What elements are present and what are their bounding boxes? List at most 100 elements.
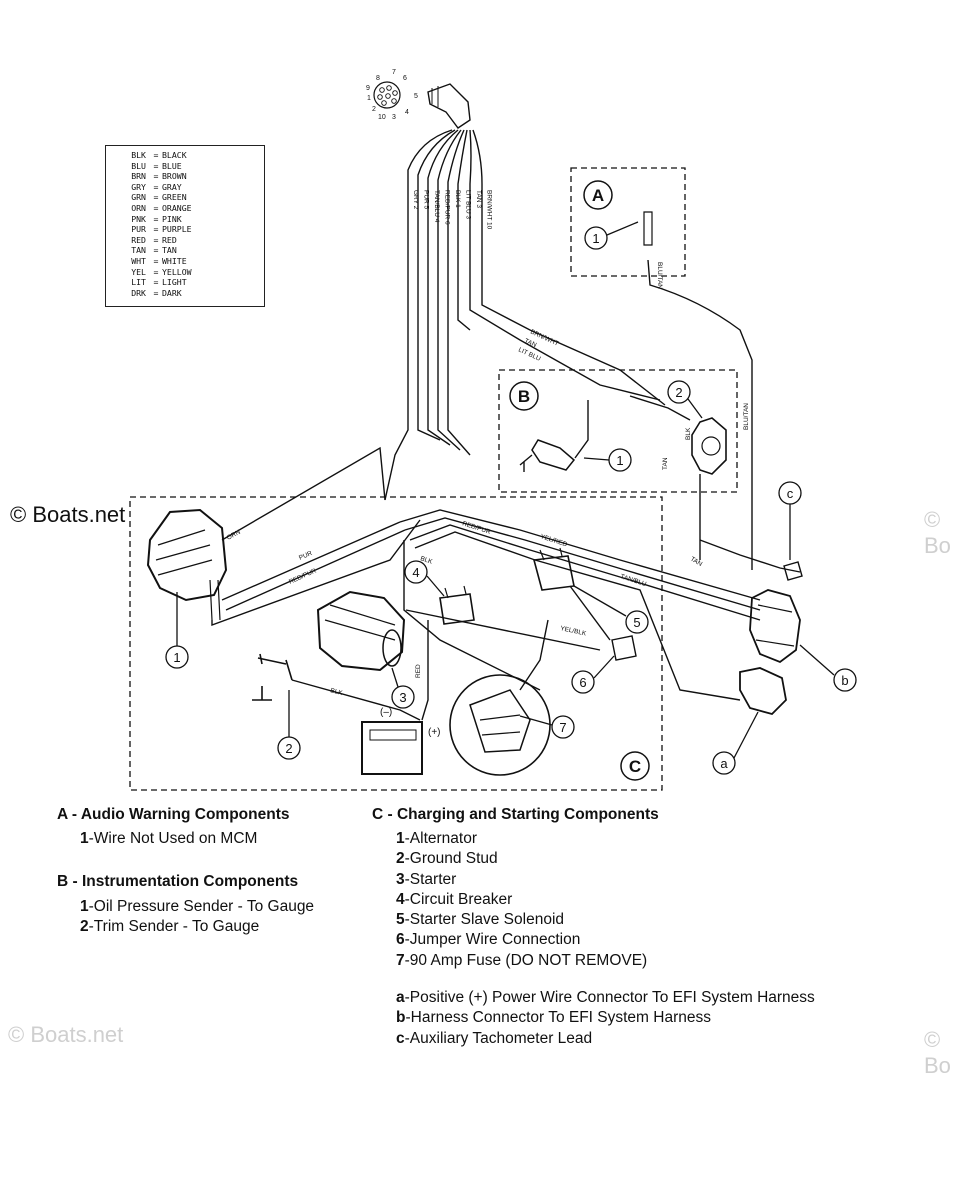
callout-c3: 3 [391,667,415,709]
section-box-c [129,496,663,791]
wire-label: BLK [419,555,433,566]
legend-row: WHT=WHITE [106,256,264,267]
caption-item: 7-90 Amp Fuse (DO NOT REMOVE) [396,951,648,969]
svg-text:2: 2 [675,385,682,400]
legend-row: BLK=BLACK [106,150,264,161]
legend-eq: = [153,234,159,245]
legend-full: GRAY [162,181,182,192]
legend-eq: = [153,171,159,182]
wire-label: TAN [523,337,538,349]
legend-full: DARK [162,287,182,298]
wire-label: RED [415,664,422,678]
legend-abbr: BLU [131,160,146,171]
caption-item: 2-Trim Sender - To Gauge [80,918,260,936]
callout-c4: 4 [404,560,445,597]
legend-abbr: BLK [131,150,146,160]
engine-harness [399,509,761,701]
wire-label: ORN [226,529,242,542]
fuse-inset [449,619,551,776]
wire-label: BLK [329,687,343,697]
callout-b1: 1 [583,448,632,472]
legend-row: BRN =BROWN [106,171,264,182]
svg-text:6: 6 [579,675,586,690]
starter [316,590,406,672]
efi-harness-connector [749,589,801,664]
connector-pin-label: 3 [392,114,396,121]
legend-eq: = [153,202,159,213]
legend-full: BLUE [162,160,182,171]
svg-text:b: b [841,673,848,688]
legend-abbr: GRN [131,192,146,203]
watermark-faint: © Boats.net [8,1022,124,1047]
jumper-wire-connection [611,635,637,661]
caption-a-items: 1-Wire Not Used on MCM [80,829,257,849]
legend-full: ORANGE [162,202,192,213]
section-label-b: B [509,381,539,411]
caption-item: b-Harness Connector To EFI System Harnes… [396,1009,711,1027]
wire-label: BLU/TAN [743,403,750,430]
watermark-faint: © Bo [924,507,951,558]
svg-text:2: 2 [285,741,292,756]
legend-full: BROWN [162,171,187,182]
legend-row: PNK=PINK [106,214,264,225]
caption-item: a-Positive (+) Power Wire Connector To E… [396,989,815,1006]
legend-abbr: BRN [131,171,146,182]
positive-power-connector [739,667,787,716]
circuit-breaker [439,593,475,625]
ground-stud [252,653,421,721]
connector-pin-label: 8 [376,75,380,82]
connector-pin-label: 9 [366,85,370,92]
legend-full: WHITE [162,255,187,266]
connector-pin-label: 6 [403,75,407,82]
legend-eq: = [153,224,159,235]
legend-eq: = [153,287,159,298]
harness-wire-label: LIT BLU 3 [465,190,472,220]
svg-text:7: 7 [559,720,566,735]
caption-b-items: 1-Oil Pressure Sender - To Gauge 2-Trim S… [80,897,314,938]
caption-item: 1-Wire Not Used on MCM [80,830,258,847]
main-harness [384,129,666,501]
wire-label: RED/PUR [288,567,318,585]
legend-row: PUR=PURPLE [106,224,264,235]
wire-label: YEL/BLK [560,625,588,637]
callout-b2: 2 [667,380,703,419]
legend-abbr: LIT [131,277,146,288]
legend-abbr: WHT [131,255,146,266]
wire-label: LIT BLU [517,346,542,362]
caption-item: 1-Oil Pressure Sender - To Gauge [80,898,315,915]
caption-c-heading: C - Charging and Starting Components [372,806,659,823]
watermark: © Boats.net [10,502,126,527]
callout-b: b [799,644,857,692]
legend-row: GRY=GRAY [106,182,264,193]
caption-item: 3-Starter [396,870,457,888]
legend-eq: = [153,150,159,160]
section-box-a [570,167,686,277]
legend-abbr: ORN [131,202,146,213]
battery [361,620,429,775]
connector-pin-label: 10 [378,114,386,121]
audio-warning-lead [643,211,653,246]
legend-row: BLU=BLUE [106,161,264,172]
harness-wire-label: TAN/BLU 4 [433,190,440,223]
harness-wire-label: BLK 1 [454,190,461,208]
legend-abbr: YEL [131,266,146,277]
battery-negative: (–) [380,707,392,718]
legend-eq: = [153,266,159,277]
section-label-a: A [583,180,613,210]
legend-full: LIGHT [162,277,187,288]
harness-plug [427,83,471,129]
svg-text:1: 1 [173,650,180,665]
legend-abbr: DRK [131,287,146,298]
callout-a1: 1 [584,221,639,250]
connector-pin-label: 1 [367,95,371,102]
caption-item: 4-Circuit Breaker [396,890,513,908]
alternator [146,508,228,621]
svg-text:c: c [787,486,794,501]
caption-c-letter-items: a-Positive (+) Power Wire Connector To E… [396,988,815,1049]
section-box-b [498,369,738,493]
legend-abbr: TAN [131,245,146,256]
legend-full: PINK [162,213,182,224]
callout-a: a [712,711,759,775]
